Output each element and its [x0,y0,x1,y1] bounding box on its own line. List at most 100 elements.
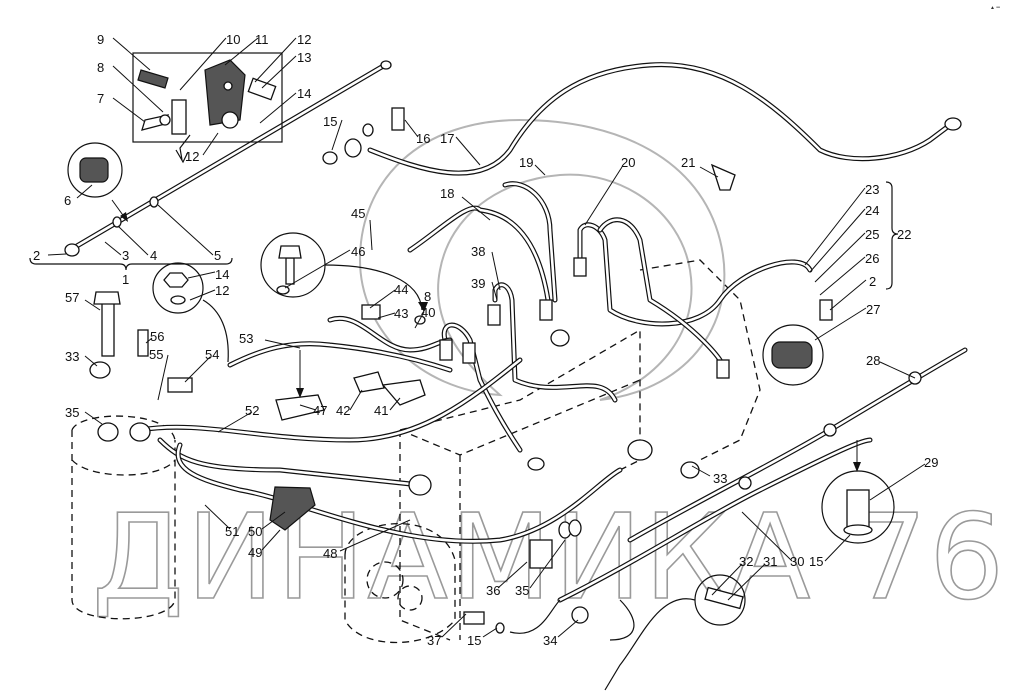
leader-line [389,397,401,411]
callout-57: 57 [65,290,79,305]
leader-line [349,389,363,411]
callout-41: 41 [374,403,388,418]
leader-line [76,184,93,199]
leader-line [157,204,214,256]
fitting [362,123,374,137]
callout-38: 38 [471,244,485,259]
callout-42: 42 [336,403,350,418]
leader-line [829,279,867,311]
fitting [539,299,553,321]
bracket [710,163,736,191]
fitting [568,519,582,537]
callout-28: 28 [866,353,880,368]
leader-line [814,232,866,283]
leader-line [491,281,498,301]
fittings [64,60,962,634]
wire [509,599,635,641]
leader-line [741,511,793,562]
fitting [944,117,962,131]
pipe-inner [138,358,522,442]
leader-line [727,563,766,601]
bracket [381,379,426,406]
fitting [527,457,545,471]
leader-line [84,355,98,367]
fitting [716,359,730,379]
leader-line [204,504,231,530]
callout-56: 56 [150,329,164,344]
callout-51: 51 [225,524,239,539]
leader-line [819,256,866,296]
leader-line [261,55,297,89]
leader-line [497,561,528,589]
leader-line [369,219,373,251]
watermark-logo [358,118,726,401]
callout-14: 14 [297,86,311,101]
callout-15: 15 [809,554,823,569]
fitting [823,423,837,437]
pipe-inner [493,283,617,402]
fitting [819,299,833,321]
fitting [680,461,700,479]
leader-line [187,271,216,279]
brace-1 [29,257,233,271]
pipe-inner [158,438,422,487]
leader-line [261,511,286,530]
callout-37: 37 [427,633,441,648]
bracket [93,291,121,305]
callout-53: 53 [239,331,253,346]
leader-line [534,164,546,176]
leader-line [529,539,566,589]
leader-line [869,463,926,501]
callout-4: 4 [150,248,157,263]
brace-22 [885,181,899,290]
engine-block-outline [71,259,761,644]
callout-31: 31 [763,554,777,569]
callout-44: 44 [394,282,408,297]
pipe-inner [328,317,452,352]
leader-line [112,97,146,123]
leader-line [202,132,219,156]
callout-35: 35 [65,405,79,420]
leader-line [284,249,351,289]
callout-40: 40 [421,305,435,320]
fitting [408,474,432,496]
pipe-inner [442,323,522,452]
callout-45: 45 [351,206,365,221]
fitting [463,611,485,625]
leader-line [104,241,122,256]
leader-line [404,119,419,138]
leader-line [145,337,153,344]
callout-39: 39 [471,276,485,291]
callout-9: 9 [97,32,104,47]
leader-lines [47,37,926,638]
callout-16: 16 [416,131,430,146]
callout-2: 2 [869,274,876,289]
leader-line [482,627,498,638]
leader-line [112,37,151,71]
leader-line [299,404,317,411]
callout-55: 55 [149,347,163,362]
leader-line [112,65,164,113]
callout-48: 48 [323,546,337,561]
leader-line [824,534,851,562]
callout-49: 49 [248,545,262,560]
callout-18: 18 [440,186,454,201]
callout-10: 10 [226,32,240,47]
leader-line [491,251,501,291]
fuel-pipes [67,62,968,641]
leader-line [84,299,101,311]
pipe-inner [408,206,550,302]
pipe-inner [598,218,722,362]
fitting [571,606,589,624]
leader-line [184,356,211,383]
callout-46: 46 [351,244,365,259]
leader-line [254,37,297,83]
leader-line [117,225,149,256]
leader-line [47,253,67,256]
leader-line [157,354,169,401]
callout-32: 32 [739,554,753,569]
callout-6: 6 [64,193,71,208]
callout-2: 2 [33,248,40,263]
